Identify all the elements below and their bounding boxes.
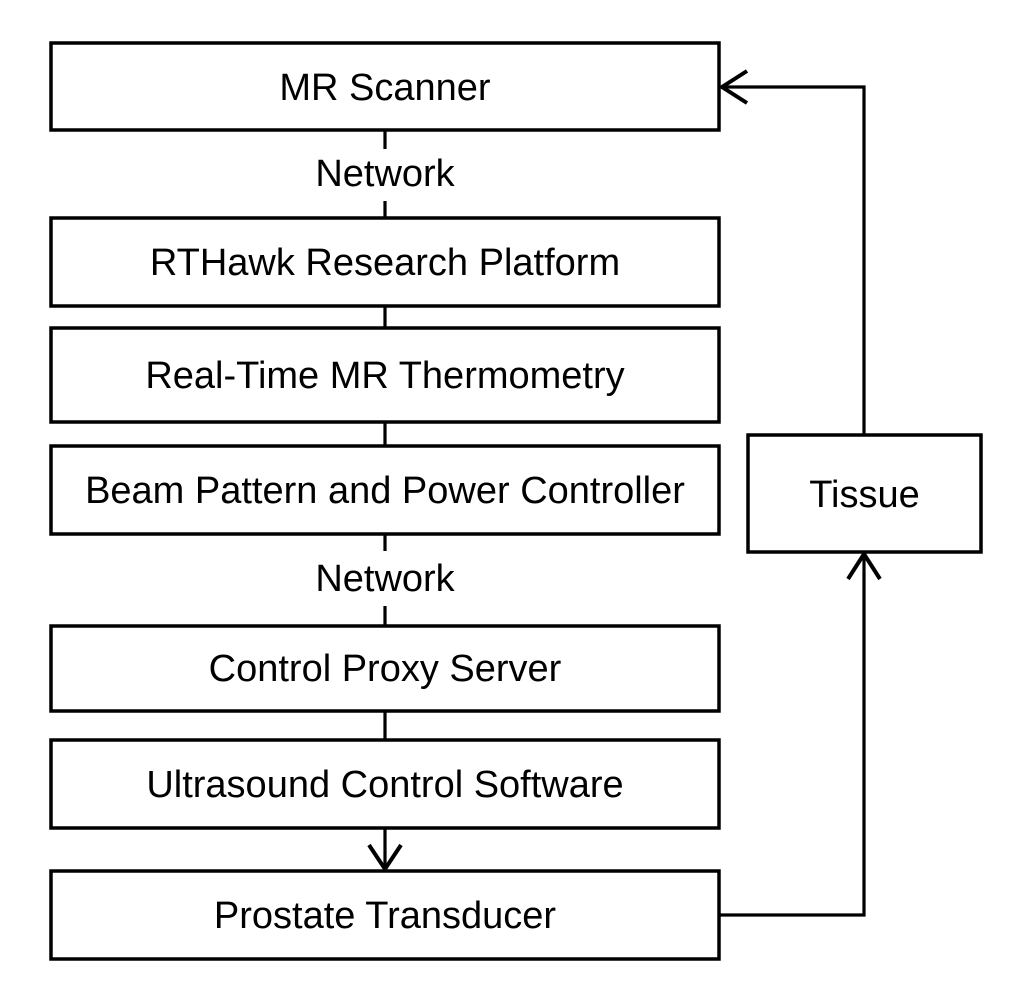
node-control-proxy-server-label: Control Proxy Server <box>209 648 562 690</box>
arrow-down-icon <box>367 843 403 873</box>
node-prostate-transducer-label: Prostate Transducer <box>214 895 557 937</box>
edge-prostate-tissue <box>719 556 866 917</box>
arrow-up-icon <box>846 550 882 581</box>
node-beam-pattern-power-controller: Beam Pattern and Power Controller <box>49 444 721 536</box>
node-real-time-mr-thermometry-label: Real-Time MR Thermometry <box>145 355 624 397</box>
edge-label-network-upper: Network <box>315 153 455 195</box>
node-ultrasound-control-software-label: Ultrasound Control Software <box>146 764 623 806</box>
node-mr-scanner-label: MR Scanner <box>279 67 491 109</box>
arrow-left-icon <box>718 69 749 105</box>
node-rthawk-research-platform: RTHawk Research Platform <box>49 216 721 308</box>
node-tissue: Tissue <box>746 433 983 554</box>
node-control-proxy-server: Control Proxy Server <box>49 624 721 713</box>
edge-tissue-scanner <box>724 85 866 435</box>
node-tissue-label: Tissue <box>809 474 920 516</box>
node-mr-scanner: MR Scanner <box>49 41 721 132</box>
node-prostate-transducer: Prostate Transducer <box>49 869 721 961</box>
edge-label-network-lower: Network <box>315 558 455 600</box>
node-beam-pattern-power-controller-label: Beam Pattern and Power Controller <box>85 470 685 512</box>
node-real-time-mr-thermometry: Real-Time MR Thermometry <box>49 326 721 424</box>
node-rthawk-research-platform-label: RTHawk Research Platform <box>150 242 620 284</box>
node-ultrasound-control-software: Ultrasound Control Software <box>49 738 721 830</box>
